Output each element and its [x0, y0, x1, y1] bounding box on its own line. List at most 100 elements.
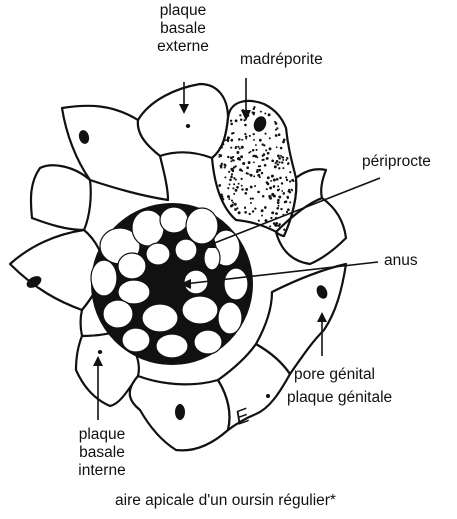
- madreporite-pore-dot: [264, 133, 266, 135]
- madreporite-pore-dot: [253, 133, 255, 135]
- label-line: plaque: [133, 2, 233, 20]
- madreporite-pore-dot: [224, 164, 227, 167]
- madreporite-pore-dot: [280, 155, 282, 157]
- madreporite-pore-dot: [278, 225, 280, 227]
- madreporite-pore-dot: [261, 143, 263, 145]
- madreporite-pore-dot: [268, 196, 270, 198]
- madreporite-pore-dot: [257, 174, 260, 177]
- madreporite-pore-dot: [273, 195, 276, 198]
- madreporite-pore-dot: [249, 174, 251, 176]
- madreporite-pore-dot: [256, 169, 258, 171]
- madreporite-pore-dot: [275, 223, 278, 226]
- madreporite-pore-dot: [284, 201, 286, 203]
- madreporite-pore-dot: [280, 147, 283, 150]
- madreporite-pore-dot: [231, 173, 233, 175]
- madreporite-pore-dot: [278, 157, 281, 160]
- madreporite-pore-dot: [222, 143, 224, 145]
- madreporite-pore-dot: [280, 208, 282, 210]
- madreporite-pore-dot: [221, 198, 224, 201]
- madreporite-pore-dot: [240, 118, 242, 120]
- madreporite-pore-dot: [275, 212, 278, 215]
- madreporite-pore-dot: [262, 195, 265, 198]
- madreporite-pore-dot: [237, 146, 239, 148]
- madreporite-pore-dot: [277, 185, 279, 187]
- madreporite-pore-dot: [252, 198, 254, 200]
- madreporite-pore-dot: [266, 181, 269, 184]
- madreporite-pore-dot: [277, 155, 280, 158]
- madreporite-pore-dot: [229, 183, 231, 185]
- madreporite-pore-dot: [235, 165, 237, 167]
- ocular-pore-lower-right: [266, 394, 270, 398]
- madreporite-pore-dot: [276, 146, 278, 148]
- madreporite-pore-dot: [255, 144, 257, 146]
- madreporite-pore-dot: [249, 135, 251, 137]
- madreporite-pore-dot: [236, 186, 239, 189]
- label-line: interne: [52, 462, 152, 480]
- madreporite-pore-dot: [246, 172, 248, 174]
- madreporite-pore-dot: [224, 139, 226, 141]
- madreporite-pore-dot: [262, 159, 264, 161]
- madreporite-pore-dot: [269, 137, 271, 139]
- madreporite-pore-dot: [267, 176, 270, 179]
- madreporite-pore-dot: [227, 195, 230, 198]
- madreporite-pore-dot: [227, 136, 230, 139]
- madreporite-pore-dot: [277, 199, 280, 202]
- madreporite-pore-dot: [289, 201, 291, 203]
- madreporite-pore-dot: [234, 203, 237, 206]
- madreporite-pore-dot: [289, 171, 291, 173]
- madreporite-pore-dot: [233, 193, 235, 195]
- madreporite-pore-dot: [232, 169, 234, 171]
- madreporite-pore-dot: [252, 210, 254, 212]
- madreporite-pore-dot: [232, 202, 234, 204]
- madreporite-pore-dot: [252, 149, 255, 152]
- madreporite-pore-dot: [244, 207, 246, 209]
- madreporite-pore-dot: [220, 146, 223, 149]
- label-anus: anus: [384, 252, 418, 270]
- madreporite-pore-dot: [286, 157, 288, 159]
- madreporite-pore-dot: [263, 153, 266, 156]
- madreporite-pore-dot: [275, 129, 277, 131]
- madreporite-pore-dot: [245, 136, 248, 139]
- madreporite-pore-dot: [253, 108, 255, 110]
- madreporite-pore-dot: [241, 188, 244, 191]
- madreporite-pore-dot: [285, 159, 287, 161]
- madreporite-pore-dot: [264, 164, 267, 167]
- madreporite-pore-dot: [269, 187, 272, 190]
- madreporite-pore-dot: [286, 196, 289, 199]
- madreporite-pore-dot: [218, 184, 221, 187]
- madreporite-pore-dot: [265, 149, 267, 151]
- madreporite-pore-dot: [253, 139, 255, 141]
- madreporite-pore-dot: [233, 160, 235, 162]
- madreporite-pore-dot: [287, 162, 289, 164]
- madreporite-pore-dot: [237, 157, 240, 160]
- madreporite-pore-dot: [259, 139, 262, 142]
- madreporite-pore-dot: [238, 138, 241, 141]
- madreporite-pore-dot: [264, 206, 267, 209]
- madreporite-pore-dot: [281, 161, 283, 163]
- madreporite-pore-dot: [238, 183, 240, 185]
- madreporite-pore-dot: [261, 172, 263, 174]
- madreporite-pore-dot: [244, 133, 246, 135]
- madreporite-pore-dot: [266, 188, 268, 190]
- madreporite-pore-dot: [291, 190, 293, 192]
- label-line: plaque: [52, 426, 152, 444]
- madreporite-pore-dot: [278, 205, 280, 207]
- madreporite-pore-dot: [230, 123, 233, 126]
- madreporite-pore-dot: [266, 157, 269, 160]
- madreporite-pore-dot: [261, 215, 263, 217]
- madreporite-pore-dot: [291, 179, 294, 182]
- madreporite-pore-dot: [220, 164, 223, 167]
- madreporite-pore-dot: [287, 190, 289, 192]
- madreporite-pore-dot: [231, 204, 234, 207]
- madreporite-pore-dot: [253, 175, 255, 177]
- madreporite-pore-dot: [254, 185, 256, 187]
- madreporite-pore-dot: [249, 213, 251, 215]
- madreporite-pore-dot: [253, 113, 255, 115]
- top-basal-plate: [138, 84, 228, 158]
- madreporite-pore-dot: [254, 207, 256, 209]
- madreporite-pore-dot: [227, 187, 229, 189]
- madreporite-pore-dot: [231, 132, 233, 134]
- madreporite-pore-dot: [241, 185, 243, 187]
- madreporite-pore-dot: [258, 169, 261, 172]
